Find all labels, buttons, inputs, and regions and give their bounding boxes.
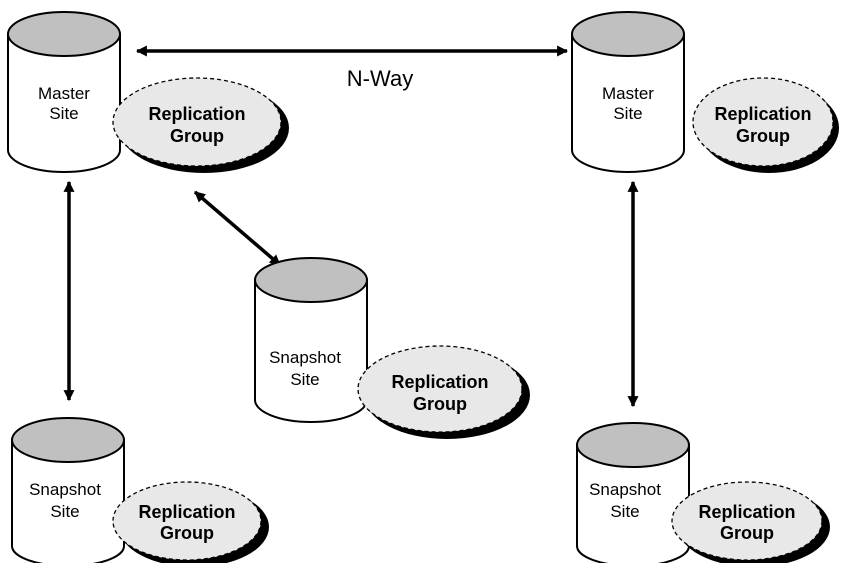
snapshot-site-bottom-left: Snapshot Site Replication Group: [11, 417, 269, 563]
site-label-line2: Site: [290, 370, 319, 389]
replication-group: Replication Group: [112, 481, 269, 563]
group-label-line1: Replication: [391, 372, 488, 392]
database-cylinder-icon: [576, 422, 690, 563]
group-label-line1: Replication: [148, 104, 245, 124]
replication-group: Replication Group: [692, 77, 839, 173]
replication-group: Replication Group: [671, 481, 830, 563]
replication-group: Replication Group: [357, 345, 530, 439]
master-site-left: Master Site Replication Group: [7, 11, 289, 173]
connection-n-way: N-Way: [135, 45, 569, 91]
database-cylinder-icon: [571, 11, 685, 173]
group-label-line2: Group: [736, 126, 790, 146]
database-cylinder-icon: [254, 257, 368, 423]
diagonal-arrow: [193, 190, 282, 267]
replication-group: Replication Group: [112, 77, 289, 173]
group-label-line2: Group: [413, 394, 467, 414]
database-cylinder-icon: [7, 11, 121, 173]
site-label-line2: Site: [50, 502, 79, 521]
group-label-line2: Group: [170, 126, 224, 146]
database-cylinder-icon: [11, 417, 125, 563]
site-label-line2: Site: [49, 104, 78, 123]
site-label-line1: Snapshot: [29, 480, 101, 499]
group-label-line1: Replication: [698, 502, 795, 522]
site-label-line2: Site: [613, 104, 642, 123]
snapshot-site-bottom-right: Snapshot Site Replication Group: [576, 422, 830, 563]
group-label-line1: Replication: [714, 104, 811, 124]
n-way-label: N-Way: [347, 66, 413, 91]
site-label-line2: Site: [610, 502, 639, 521]
group-label-line2: Group: [160, 523, 214, 543]
group-label-line2: Group: [720, 523, 774, 543]
master-site-right: Master Site Replication Group: [571, 11, 839, 173]
site-label-line1: Snapshot: [589, 480, 661, 499]
snapshot-site-middle: Snapshot Site Replication Group: [254, 257, 530, 439]
group-label-line1: Replication: [138, 502, 235, 522]
site-label-line1: Master: [602, 84, 654, 103]
site-label-line1: Snapshot: [269, 348, 341, 367]
site-label-line1: Master: [38, 84, 90, 103]
